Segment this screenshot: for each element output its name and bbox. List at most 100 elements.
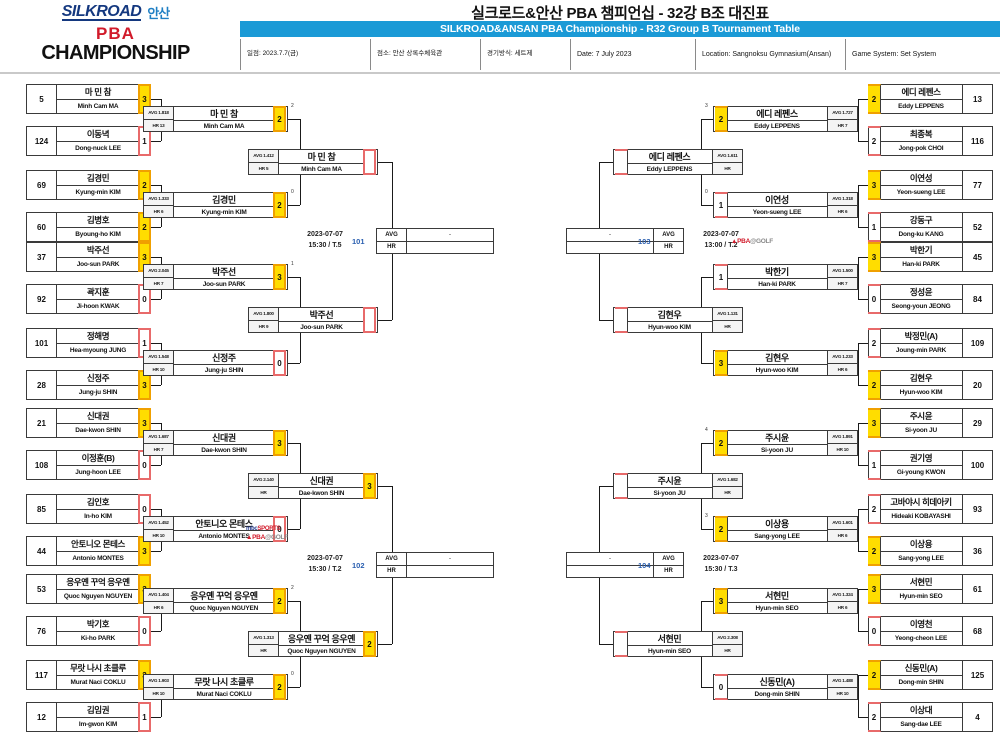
- r8-match-cell[interactable]: AVG 1.611 HR 에디 레펜스 Eddy LEPPENS: [613, 149, 743, 175]
- r16-match-cell[interactable]: AVG 1.500 HR 7 박한기 Han-ki PARK 1: [713, 264, 858, 290]
- r8-match-cell[interactable]: AVG 1.682 HR 주시윤 Si-yoon JU: [613, 473, 743, 499]
- r16-match-cell[interactable]: AVG 1.548 HR 10 신정주 Jung-ju SHIN 0: [143, 350, 288, 376]
- r8-match-cell[interactable]: AVG 1.131 HR 김현우 Hyun-woo KIM: [613, 307, 743, 333]
- r32-match-cell[interactable]: 108 이정훈(B) Jung-hoon LEE 0: [26, 450, 151, 480]
- r32-match-cell[interactable]: 5 마 민 참 Minh Cam MA 3: [26, 84, 151, 114]
- connector-line: [701, 443, 713, 444]
- r32-match-cell[interactable]: 92 곽지훈 Ji-hoon KWAK 0: [26, 284, 151, 314]
- r32-match-cell[interactable]: 100 권기영 Gi-young KWON 1: [868, 450, 993, 480]
- player-name-en: Dong-ku KANG: [898, 230, 944, 238]
- player-stats: AVG 1.233 HR 6: [827, 351, 857, 375]
- player-name: 정해명 Hea-myoung JUNG: [57, 329, 139, 357]
- r16-match-cell[interactable]: AVG 1.488 HR 10 신동민(A) Dong-min SHIN 0: [713, 674, 858, 700]
- player-name-ko: 무랏 나시 초클루: [174, 675, 274, 689]
- player-name: 신동민(A) Dong-min SHIN: [880, 661, 962, 689]
- connector-line: [599, 320, 613, 321]
- player-hr: HR 10: [836, 690, 849, 696]
- connector-line: [858, 185, 868, 186]
- r32-match-cell[interactable]: 37 박주선 Joo-sun PARK 3: [26, 242, 151, 272]
- r32-match-cell[interactable]: 29 주시윤 Si-yoon JU 3: [868, 408, 993, 438]
- player-seed: 92: [27, 285, 57, 313]
- r32-match-cell[interactable]: 13 에디 레펜스 Eddy LEPPENS 2: [868, 84, 993, 114]
- r32-match-cell[interactable]: 117 무랏 나시 초클루 Murat Naci COKLU 3: [26, 660, 151, 690]
- r32-match-cell[interactable]: 45 박한기 Han-ki PARK 3: [868, 242, 993, 272]
- r16-match-cell[interactable]: AVG 1.404 HR 6 응우옌 꾸억 응우옌 Quoc Nguyen NG…: [143, 588, 288, 614]
- r32-match-cell[interactable]: 4 이상대 Sang-dae LEE 2: [868, 702, 993, 732]
- hr-label: HR: [377, 241, 407, 253]
- player-name-ko: 서현민: [880, 575, 962, 590]
- r32-match-cell[interactable]: 36 이상용 Sang-yong LEE 2: [868, 536, 993, 566]
- final-stats-box: AVG- HR: [566, 552, 684, 578]
- r8-match-cell[interactable]: AVG 1.313 HR 응우옌 꾸억 응우옌 Quoc Nguyen NGUY…: [248, 631, 378, 657]
- r32-match-cell[interactable]: 60 김병호 Byoung-ho KIM 2: [26, 212, 151, 242]
- r16-match-cell[interactable]: AVG 1.891 HR 10 주시윤 Si-yoon JU 2: [713, 430, 858, 456]
- player-seed: 21: [27, 409, 57, 437]
- r32-match-cell[interactable]: 125 신동민(A) Dong-min SHIN 2: [868, 660, 993, 690]
- player-name-ko: 김현우: [880, 371, 962, 386]
- r16-match-cell[interactable]: AVG 1.818 HR 13 마 민 참 Minh Cam MA 2: [143, 106, 288, 132]
- r32-match-cell[interactable]: 124 이동녁 Dong-nuck LEE 1: [26, 126, 151, 156]
- player-name-ko: 김임권: [57, 703, 139, 718]
- r16-match-cell[interactable]: AVG 1.452 HR 10 안토니오 몬테스 Antonio MONTES …: [143, 516, 288, 542]
- r32-match-cell[interactable]: 68 이영천 Yeong-cheon LEE 0: [868, 616, 993, 646]
- r16-match-cell[interactable]: AVG 1.318 HR 6 이연성 Yeon-sueng LEE 1: [713, 192, 858, 218]
- player-score: [363, 307, 376, 333]
- r32-match-cell[interactable]: 28 신정주 Jung-ju SHIN 3: [26, 370, 151, 400]
- player-stats: AVG 2.045 HR 7: [144, 265, 174, 289]
- hr-value: [407, 242, 493, 254]
- r16-match-cell[interactable]: AVG 1.333 HR 6 김경민 Kyung-min KIM 2: [143, 192, 288, 218]
- player-name: 박정민(A) Joung-min PARK: [880, 329, 962, 357]
- r16-match-cell[interactable]: AVG 2.045 HR 7 박주선 Joo-sun PARK 3: [143, 264, 288, 290]
- r32-match-cell[interactable]: 85 김인호 In-ho KIM 0: [26, 494, 151, 524]
- r8-match-cell[interactable]: AVG 1.800 HR 9 박주선 Joo-sun PARK: [248, 307, 378, 333]
- player-name-en: Jung-hoon LEE: [75, 468, 121, 476]
- player-score: [615, 473, 628, 499]
- r32-match-cell[interactable]: 53 응우옌 꾸억 응우옌 Quoc Nguyen NGUYEN 3: [26, 574, 151, 604]
- player-name: 이연성 Yeon-sueng LEE: [727, 193, 827, 217]
- r16-match-cell[interactable]: AVG 1.687 HR 7 신대권 Dae-kwon SHIN 3: [143, 430, 288, 456]
- player-seed: 100: [962, 451, 992, 479]
- r32-match-cell[interactable]: 44 안토니오 몬테스 Antonio MONTES 3: [26, 536, 151, 566]
- r8-match-cell[interactable]: AVG 2.140 HR 신대권 Dae-kwon SHIN 3: [248, 473, 378, 499]
- r32-match-cell[interactable]: 12 김임권 Im-gwon KIM 1: [26, 702, 151, 732]
- r32-match-cell[interactable]: 21 신대권 Dae-kwon SHIN 3: [26, 408, 151, 438]
- connector-line: [151, 509, 161, 510]
- player-seed: 84: [962, 285, 992, 313]
- player-seed: 109: [962, 329, 992, 357]
- player-name-en: Dae-kwon SHIN: [298, 489, 345, 497]
- r32-match-cell[interactable]: 84 정성윤 Seong-youn JEONG 0: [868, 284, 993, 314]
- player-score: 3: [273, 430, 286, 456]
- player-hr: HR 6: [837, 208, 848, 214]
- r16-match-cell[interactable]: AVG 1.903 HR 10 무랏 나시 초클루 Murat Naci COK…: [143, 674, 288, 700]
- r32-match-cell[interactable]: 93 고바야시 히데아키 Hideaki KOBAYASHI 2: [868, 494, 993, 524]
- r32-match-cell[interactable]: 52 강동구 Dong-ku KANG 1: [868, 212, 993, 242]
- player-name: 권기영 Gi-young KWON: [880, 451, 962, 479]
- r16-match-cell[interactable]: AVG 1.727 HR 7 에디 레펜스 Eddy LEPPENS 2: [713, 106, 858, 132]
- r32-match-cell[interactable]: 116 최종복 Jong-pok CHOI 2: [868, 126, 993, 156]
- player-name-ko: 김현우: [727, 351, 827, 365]
- player-name-ko: 신동민(A): [880, 661, 962, 676]
- r32-match-cell[interactable]: 61 서현민 Hyun-min SEO 3: [868, 574, 993, 604]
- player-score: [615, 307, 628, 333]
- player-name-en: Quoc Nguyen NGUYEN: [63, 592, 133, 600]
- player-name-ko: 안토니오 몬테스: [174, 517, 274, 531]
- match-number: 101: [352, 237, 365, 246]
- r16-match-cell[interactable]: AVG 1.601 HR 6 이상용 Sang-yong LEE 2: [713, 516, 858, 542]
- r32-match-cell[interactable]: 20 김현우 Hyun-woo KIM 2: [868, 370, 993, 400]
- player-name: 신대권 Dae-kwon SHIN: [279, 474, 364, 498]
- r32-match-cell[interactable]: 69 김경민 Kyung-min KIM 2: [26, 170, 151, 200]
- player-name: 이상용 Sang-yong LEE: [880, 537, 962, 565]
- r8-match-cell[interactable]: AVG 2.308 HR 서현민 Hyun-min SEO: [613, 631, 743, 657]
- r8-match-cell[interactable]: AVG 1.412 HR 5 마 민 참 Minh Cam MA: [248, 149, 378, 175]
- r32-match-cell[interactable]: 109 박정민(A) Joung-min PARK 2: [868, 328, 993, 358]
- r32-match-cell[interactable]: 76 박기호 Ki-ho PARK 0: [26, 616, 151, 646]
- connector-line: [858, 631, 868, 632]
- r16-match-cell[interactable]: AVG 1.233 HR 6 김현우 Hyun-woo KIM 3: [713, 350, 858, 376]
- player-name-en: Yeong-cheon LEE: [894, 634, 948, 642]
- r16-match-cell[interactable]: AVG 1.324 HR 6 서현민 Hyun-min SEO 3: [713, 588, 858, 614]
- r32-match-cell[interactable]: 101 정해명 Hea-myoung JUNG 1: [26, 328, 151, 358]
- connector-line: [288, 205, 300, 206]
- connector-line: [378, 644, 392, 645]
- r32-match-cell[interactable]: 77 이연성 Yeon-sueng LEE 3: [868, 170, 993, 200]
- player-avg: AVG 1.611: [713, 150, 742, 163]
